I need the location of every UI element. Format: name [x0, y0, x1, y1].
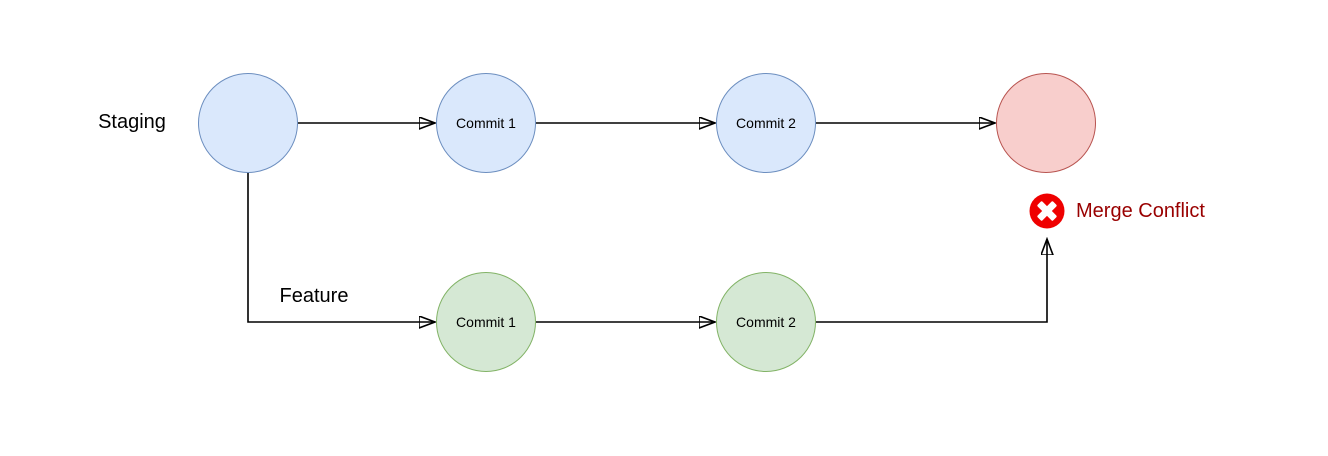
node-label: Commit 2 — [736, 314, 796, 330]
feature-branch-label: Feature — [279, 285, 349, 307]
node-label: Commit 1 — [456, 314, 516, 330]
node-label: Commit 1 — [456, 115, 516, 131]
node-staging-commit-2: Commit 2 — [716, 73, 816, 173]
staging-branch-label: Staging — [98, 111, 166, 133]
merge-conflict-label: Merge Conflict — [1076, 200, 1205, 222]
node-feature-commit-2: Commit 2 — [716, 272, 816, 372]
node-staging-start — [198, 73, 298, 173]
edge-feature-commit-2-to-merge-conflict — [816, 239, 1047, 323]
node-feature-commit-1: Commit 1 — [436, 272, 536, 372]
merge-conflict-error-icon — [1029, 193, 1065, 229]
edge-staging-start-to-feature-commit-1 — [247, 173, 435, 322]
node-staging-commit-1: Commit 1 — [436, 73, 536, 173]
node-merge-result — [996, 73, 1096, 173]
x-circle-icon — [1029, 193, 1065, 229]
node-label: Commit 2 — [736, 115, 796, 131]
